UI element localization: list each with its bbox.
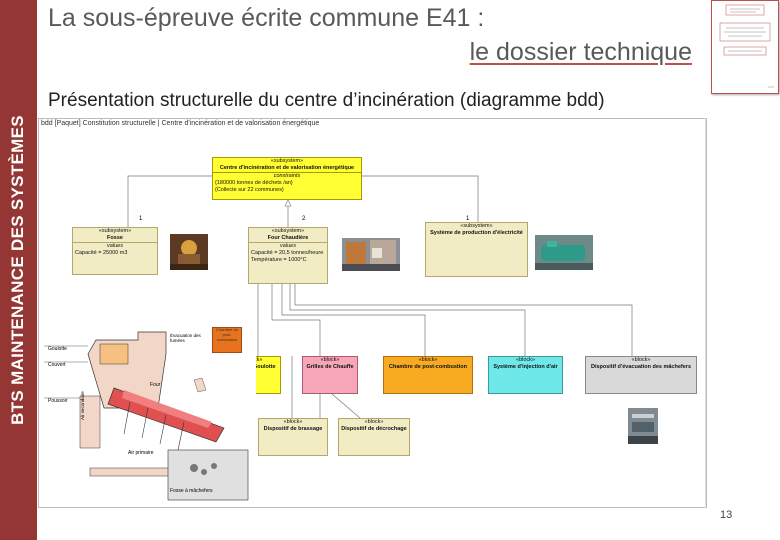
page-title-line2: le dossier technique — [469, 38, 692, 66]
page-title-line1: La sous-épreuve écrite commune E41 : — [48, 4, 485, 32]
label-fosse-machefers: Fosse à mâchefers — [170, 488, 213, 494]
label-air-secondaire: Air secondaire — [80, 391, 85, 420]
block-fosse: «subsystem» Fosse values Capacité = 2500… — [72, 227, 158, 275]
block-grilles-chauffe: «block» Grilles de Chauffe — [302, 356, 358, 394]
label-goulotte: Goulotte — [48, 346, 67, 352]
label-evacuation-fumees: Évacuation des fumées — [170, 333, 201, 343]
photo-four — [342, 238, 400, 271]
thumbnail-image — [719, 4, 774, 88]
block-four-chaudiere: «subsystem» Four Chaudière values Capaci… — [248, 227, 328, 284]
page-number: 13 — [720, 509, 733, 521]
photo-fosse — [170, 234, 208, 270]
photo-turbine — [535, 235, 593, 270]
block-chambre-post-combustion: «block» Chambre de post-combustion — [383, 356, 473, 394]
block-production-electricite: «subsystem» Système de production d'élec… — [425, 222, 528, 277]
diagram-frame-label: bdd [Paquet] Constitution structurelle |… — [41, 120, 320, 127]
subtitle: Présentation structurelle du centre d’in… — [48, 90, 605, 111]
label-four: Four — [150, 382, 161, 388]
block-dispositif-brassage: «block» Dispositif de brassage — [258, 418, 328, 456]
label-air-primaire: Air primaire — [128, 450, 154, 456]
multiplicity-3: 1 — [466, 216, 470, 222]
note-chambre-post-combustion: Chambre de post-combustion — [212, 327, 242, 353]
block-dispositif-decrochage: «block» Dispositif de décrochage — [338, 418, 410, 456]
block-centre-incineration: «subsystem» Centre d'incinération et de … — [212, 157, 362, 200]
divider — [705, 118, 706, 508]
block-evacuation-machefers: «block» Dispositif d'évacuation des mâch… — [585, 356, 697, 394]
block-injection-air: «block» Système d'injection d'air — [488, 356, 563, 394]
label-couvert: Couvert — [48, 362, 66, 368]
document-thumbnail — [711, 0, 779, 94]
multiplicity-2: 2 — [302, 216, 306, 222]
sidebar: BTS MAINTENANCE DES SYSTÈMES — [0, 0, 37, 540]
label-poussoir: Poussoir — [48, 398, 68, 404]
photo-evacuation — [628, 408, 658, 444]
multiplicity-1: 1 — [139, 216, 143, 222]
